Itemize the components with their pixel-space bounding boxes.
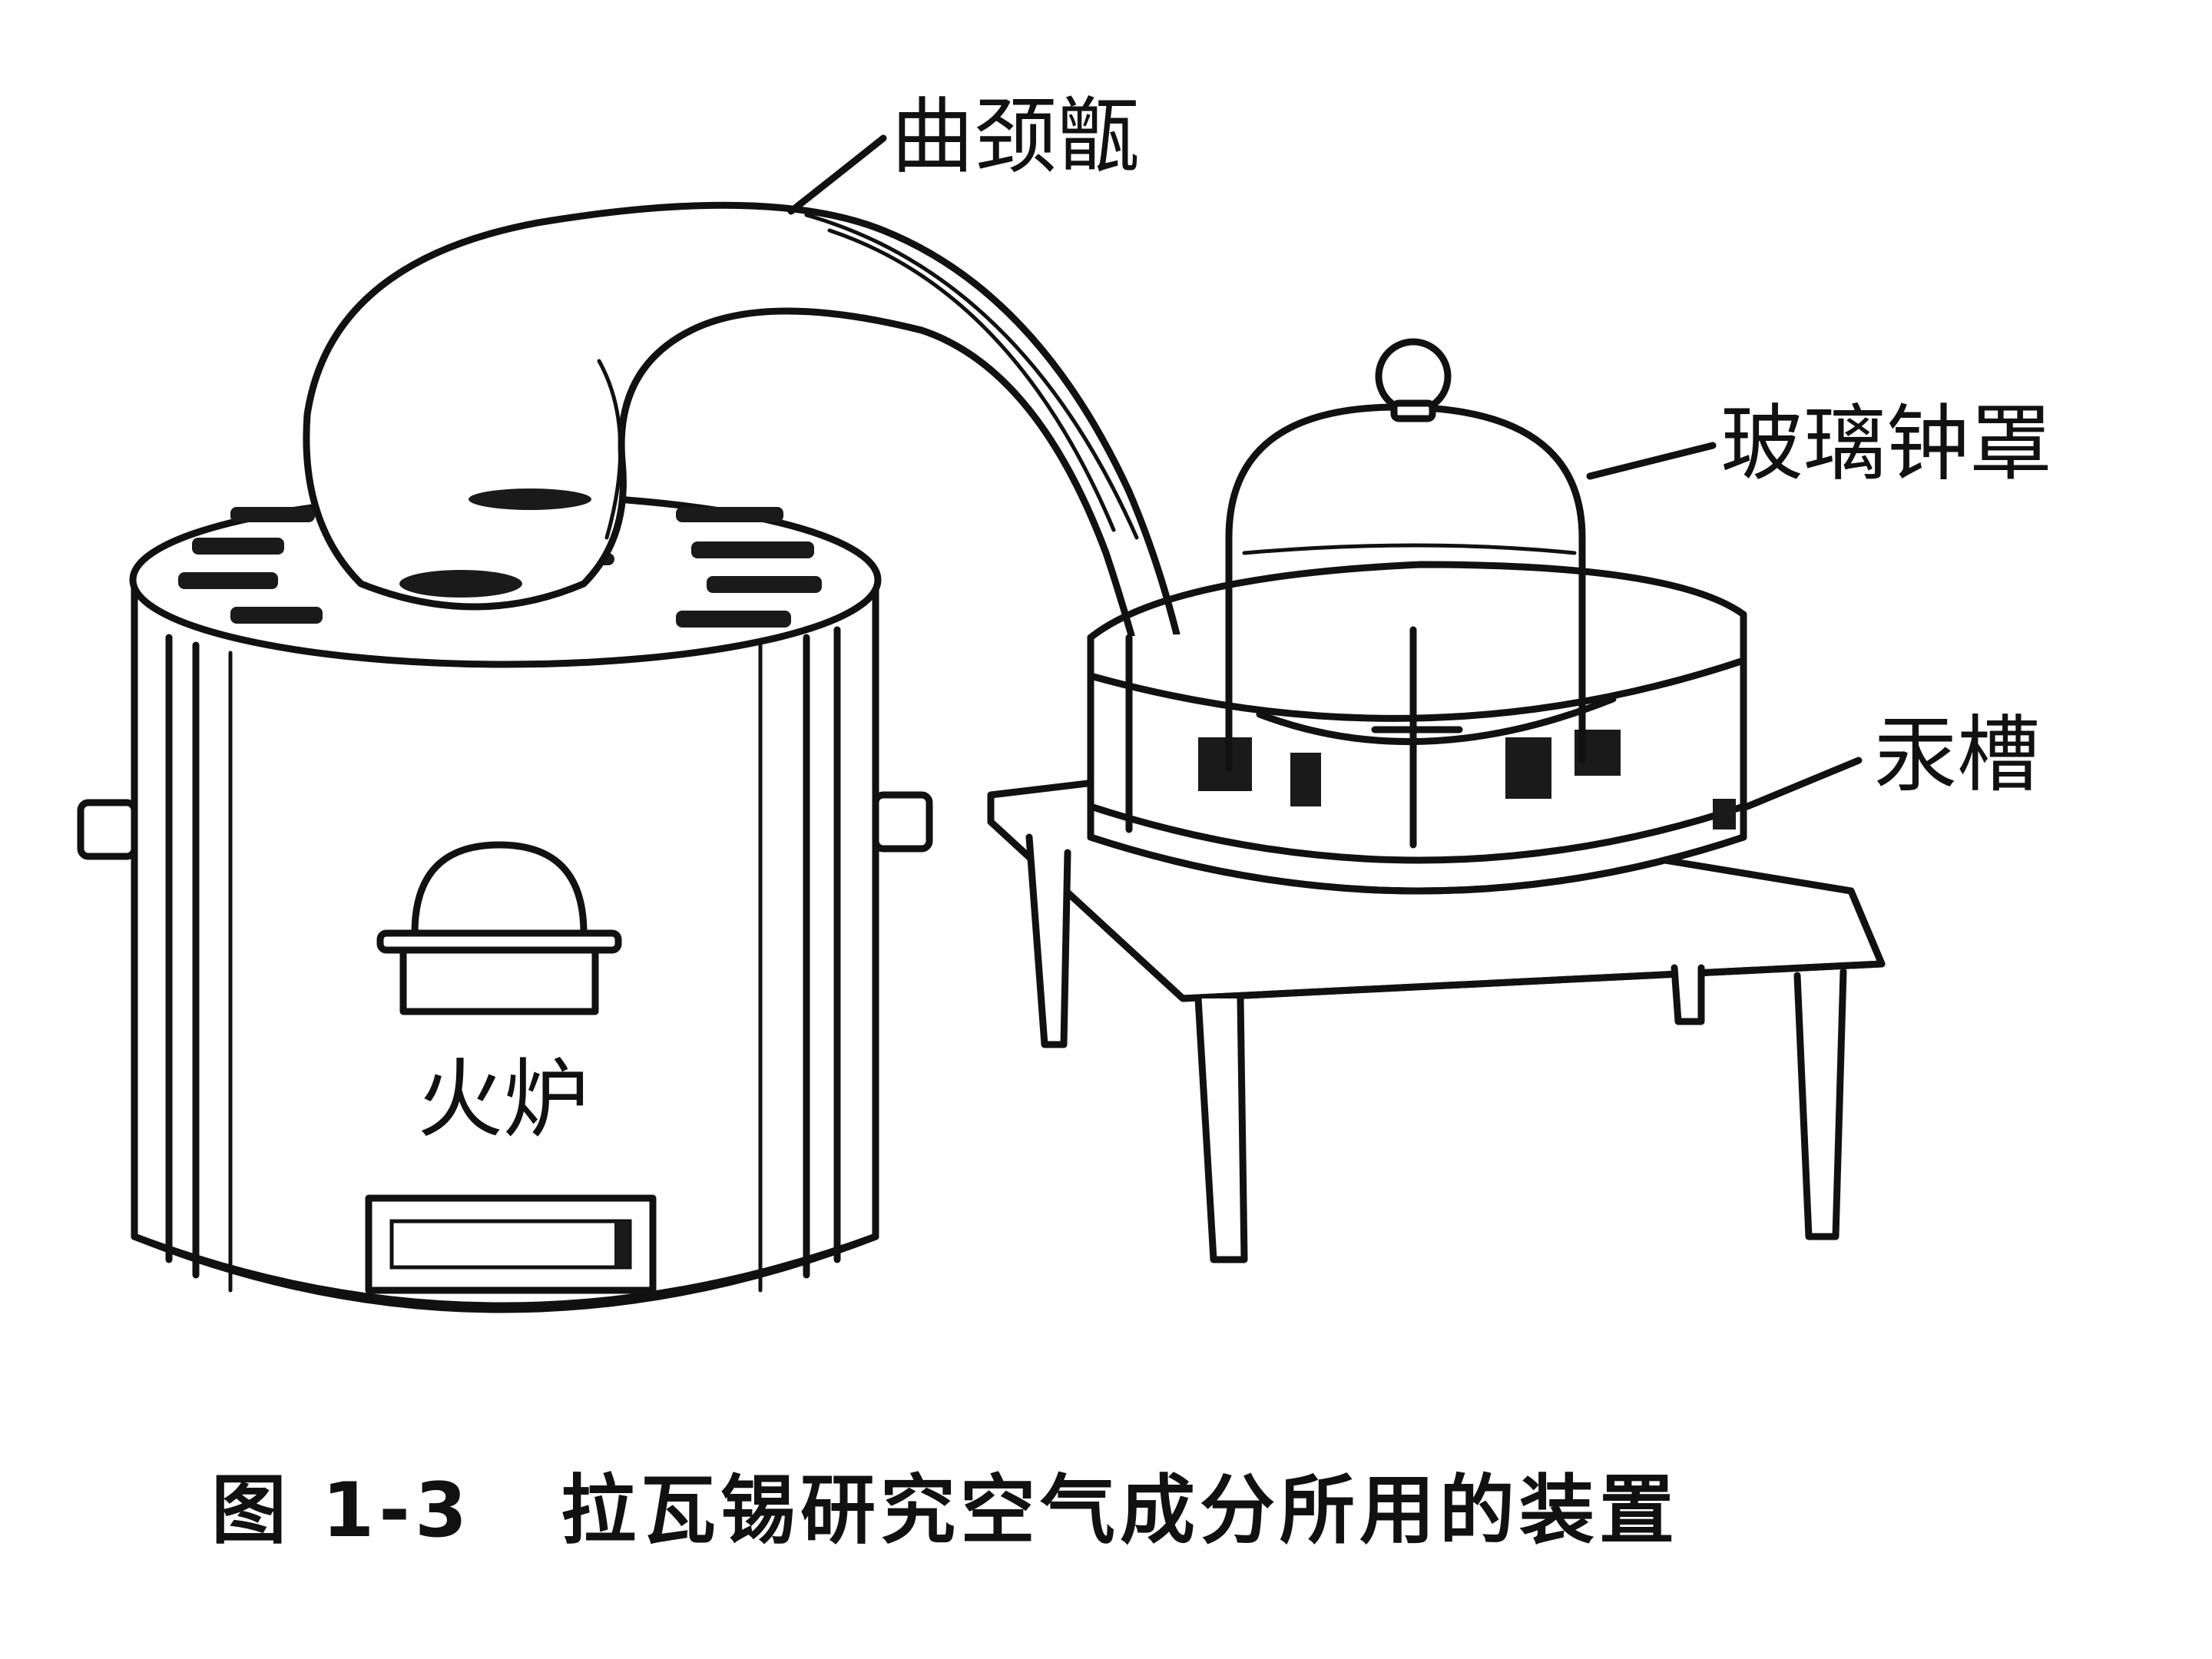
mercury-trough-label: 汞槽 xyxy=(1874,707,2040,803)
figure-number: 图 1-3 xyxy=(211,1467,472,1555)
figure-caption: 拉瓦锡研究空气成分所用的装置 xyxy=(561,1467,1679,1555)
furnace-window xyxy=(376,841,622,1015)
label-leaders xyxy=(787,134,1863,810)
bell-jar-label: 玻璃钟罩 xyxy=(1720,396,2052,492)
retort-label: 曲颈甑 xyxy=(891,89,1140,185)
furnace-label: 火炉 xyxy=(417,1050,589,1150)
furnace: 火炉 xyxy=(77,492,933,1313)
furnace-door xyxy=(365,1194,657,1294)
mercury-level xyxy=(1198,730,1736,830)
mercury-trough xyxy=(1087,561,1747,895)
bell-jar xyxy=(1225,338,1586,772)
